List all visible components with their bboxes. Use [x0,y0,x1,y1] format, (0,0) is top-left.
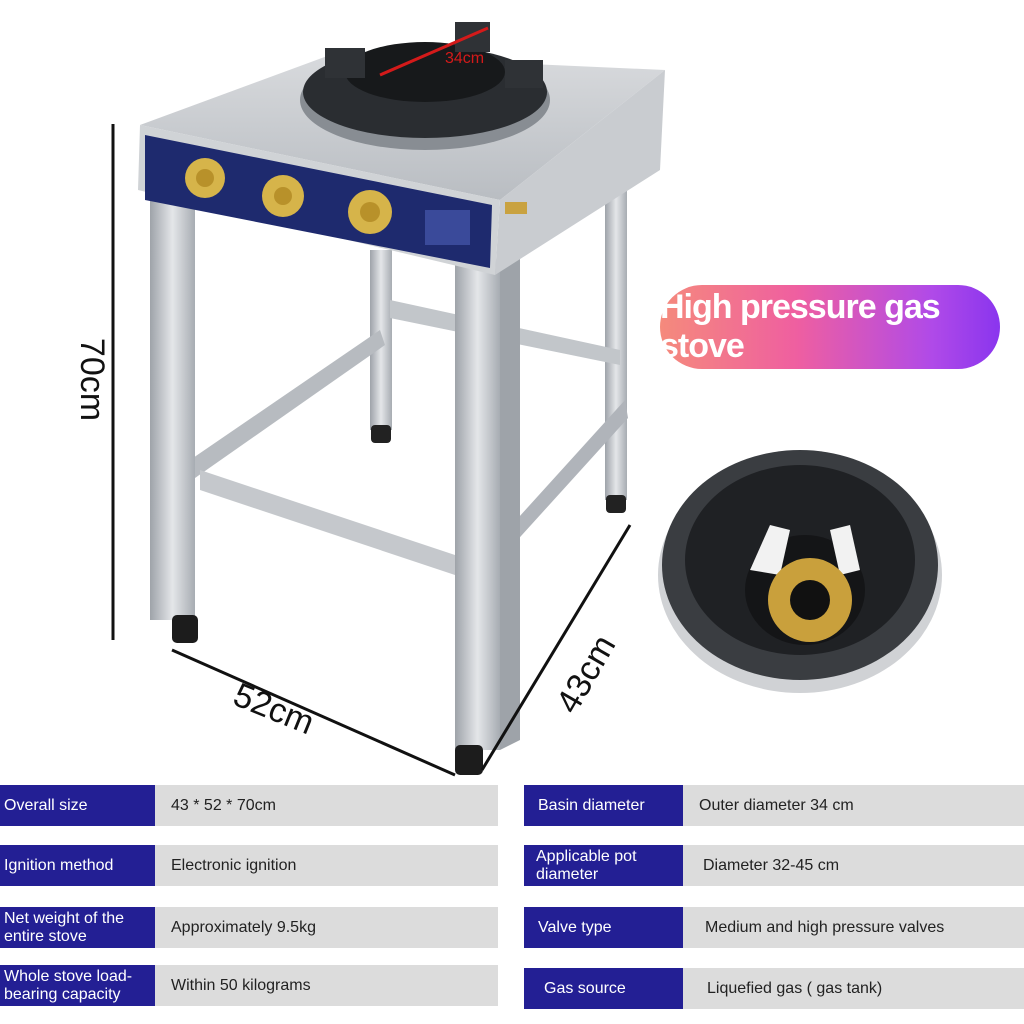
spec-label: Basin diameter [524,785,683,826]
back-leg-right [605,160,627,500]
spec-value: Liquefied gas ( gas tank) [683,968,1024,1009]
spec-label: Overall size [0,785,155,826]
spec-label: Ignition method [0,845,155,886]
spec-value: Within 50 kilograms [155,965,498,1006]
burner-dimension-line [379,26,489,77]
height-label: 70cm [73,337,112,422]
spec-label: Gas source [524,968,683,1009]
crossbar [190,330,385,478]
spec-value: Diameter 32-45 cm [683,845,1024,886]
spec-value: Electronic ignition [155,845,498,886]
front-leg-left [150,190,195,620]
spec-label: Net weight of the entire stove [0,907,155,948]
burner-closeup-image [658,450,942,693]
control-panel [145,135,492,268]
stove-illustration [111,22,942,777]
product-title-badge: High pressure gas stove [660,285,1000,369]
spec-value: 43 * 52 * 70cm [155,785,498,826]
spec-label: Applicable pot diameter [524,845,683,886]
spec-label: Valve type [524,907,683,948]
spec-value: Medium and high pressure valves [683,907,1024,948]
gas-inlet [505,202,527,214]
width-dimension-line [171,648,456,777]
spec-value: Approximately 9.5kg [155,907,498,948]
spec-label: Whole stove load-bearing capacity [0,965,155,1006]
front-leg-front [455,260,500,750]
depth-dimension-line [480,524,632,771]
crossbar [200,470,470,580]
burner-diameter-label: 34cm [445,50,485,67]
spec-value: Outer diameter 34 cm [683,785,1024,826]
